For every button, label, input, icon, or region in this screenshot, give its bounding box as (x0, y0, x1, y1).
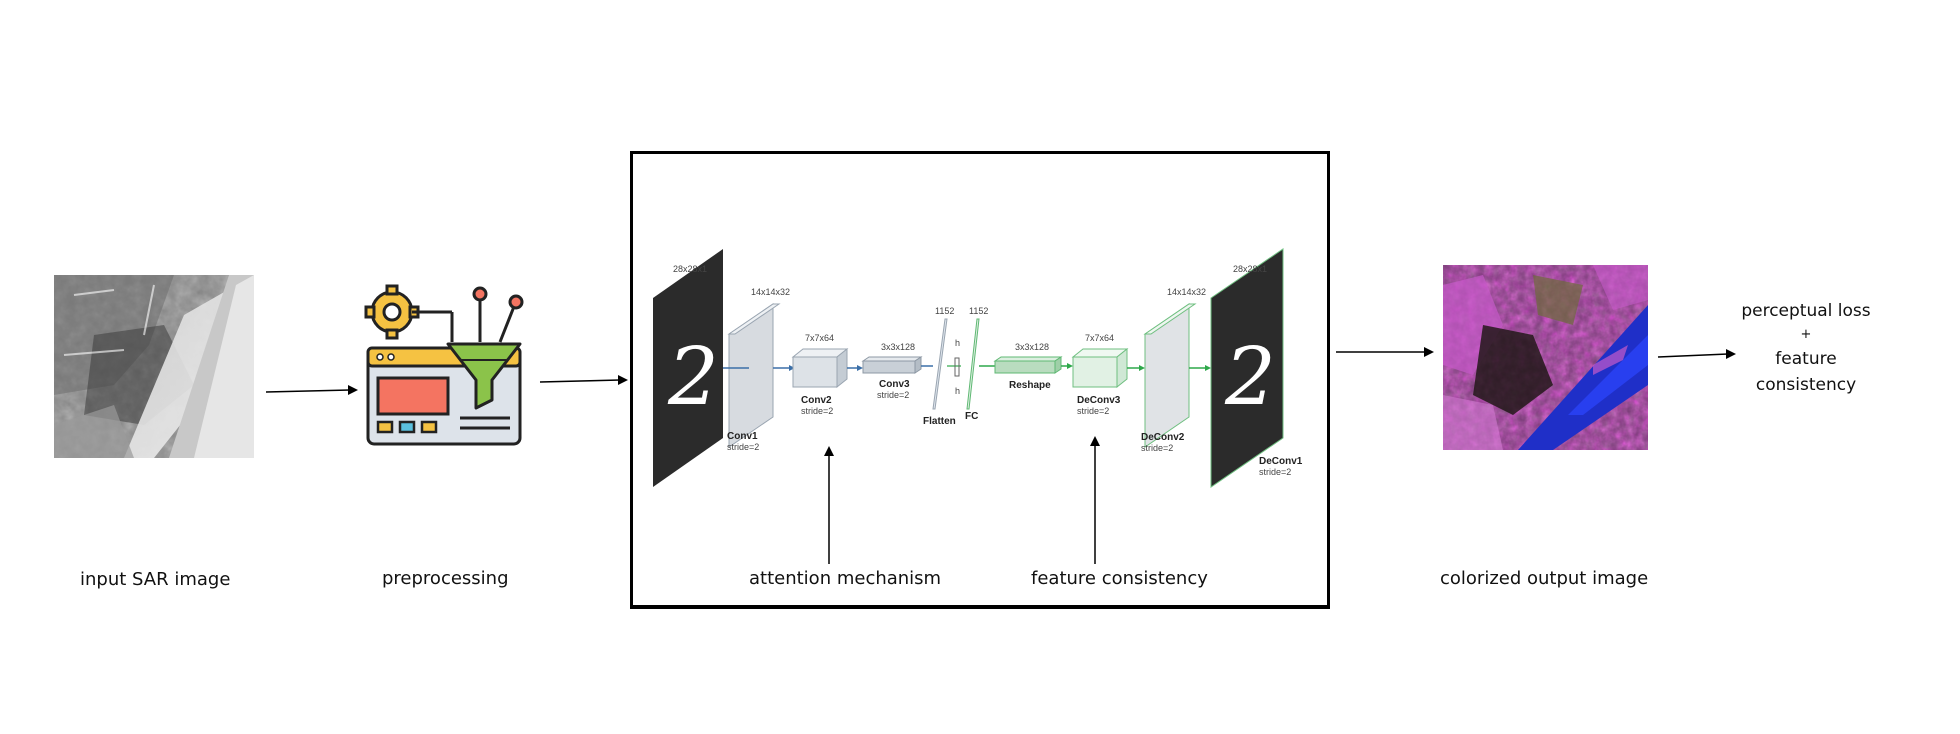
preprocessing-icon (364, 284, 524, 446)
input-digit: 2 (667, 330, 719, 423)
arrow-sar-to-preprocessing (265, 385, 358, 395)
funnel-icon (446, 342, 522, 410)
conv2-name-label: Conv2 (801, 395, 832, 406)
deconv3-name-label: DeConv3 (1077, 395, 1121, 406)
reshape-dim-label: 3x3x128 (1015, 342, 1049, 352)
caption-attention: attention mechanism (749, 568, 942, 589)
arrow-network-to-output (1336, 347, 1434, 357)
network-panel: 28x28x1 2 14x14x32 Conv1 stride=2 7x7x64… (630, 151, 1330, 609)
caption-output: colorized output image (1440, 568, 1649, 589)
deconv3-dim-label: 7x7x64 (1085, 333, 1114, 343)
deconv1-stride-label: stride=2 (1259, 467, 1291, 477)
fc-h-bottom: h (955, 386, 960, 396)
conv1-dim-label: 14x14x32 (751, 287, 790, 297)
conv1-name-label: Conv1 (727, 431, 758, 442)
conv2-dim-label: 7x7x64 (805, 333, 834, 343)
fc-dim-label: 1152 (969, 306, 988, 316)
output-image-slab (1210, 248, 1284, 488)
autoencoder-diagram: 28x28x1 2 14x14x32 Conv1 stride=2 7x7x64… (653, 248, 1303, 564)
flatten-dim-label: 1152 (935, 306, 954, 316)
fc-name-label: FC (965, 411, 978, 422)
loss-plus: + (1800, 327, 1812, 342)
loss-line-2: feature (1775, 349, 1837, 369)
deconv1-name-label: DeConv1 (1259, 456, 1303, 467)
caption-input: input SAR image (80, 569, 231, 590)
conv3-name-label: Conv3 (879, 379, 910, 390)
output-digit: 2 (1224, 330, 1276, 423)
gear-icon (364, 284, 420, 340)
input-image-slab (653, 249, 723, 487)
flatten-name-label: Flatten (923, 416, 956, 427)
conv3-stride-label: stride=2 (877, 390, 909, 400)
deconv2-dim-label: 14x14x32 (1167, 287, 1206, 297)
conv2-stride-label: stride=2 (801, 406, 833, 416)
input-sar-image (54, 275, 254, 458)
output-dim-label: 28x28x1 (1233, 264, 1267, 274)
conv1-stride-label: stride=2 (727, 442, 759, 452)
arrow-preprocessing-to-network (539, 375, 628, 385)
loss-annotation: perceptual loss + feature consistency (1716, 298, 1896, 398)
deconv2-name-label: DeConv2 (1141, 432, 1185, 443)
conv3-dim-label: 3x3x128 (881, 342, 915, 352)
fc-h-top: h (955, 338, 960, 348)
loss-line-3: consistency (1755, 375, 1857, 395)
colorized-output-image (1443, 265, 1648, 450)
deconv2-stride-label: stride=2 (1141, 443, 1173, 453)
reshape-name-label: Reshape (1009, 380, 1051, 391)
caption-feature: feature consistency (1031, 568, 1208, 589)
caption-preprocessing: preprocessing (382, 568, 509, 589)
deconv3-stride-label: stride=2 (1077, 406, 1109, 416)
loss-line-1: perceptual loss (1741, 301, 1871, 321)
arrow-output-to-loss (1657, 349, 1736, 359)
input-dim-label: 28x28x1 (673, 264, 707, 274)
